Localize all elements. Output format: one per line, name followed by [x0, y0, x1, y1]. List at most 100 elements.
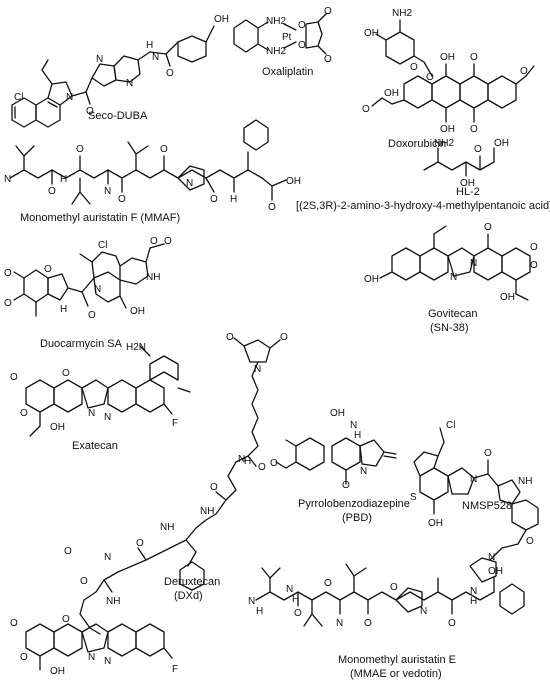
atom-o-label: O — [526, 536, 534, 547]
nmsp528-structure — [413, 427, 539, 583]
atom-h-label: H — [244, 456, 251, 467]
atom-o-label: O — [76, 144, 84, 155]
atom-nh-label: NH — [160, 522, 174, 533]
compound-label-nmsp528: NMSP528 — [462, 500, 513, 512]
atom-o-label: O — [390, 582, 398, 593]
atom-oh-label: OH — [130, 306, 145, 317]
atom-n-label: N — [470, 258, 477, 269]
atom-n-label: N — [350, 420, 357, 431]
atom-o-label: O — [10, 372, 18, 383]
atom-n-label: N — [152, 52, 159, 63]
oxaliplatin-structure — [233, 13, 327, 55]
atom-n-label: N — [104, 412, 111, 423]
atom-oh-label: OH — [50, 666, 65, 677]
compound-subtitle-hl2: [(2S,3R)-2-amino-3-hydroxy-4-methylpenta… — [296, 200, 550, 212]
atom-o-label: O — [298, 40, 306, 51]
atom-oh-label: OH — [50, 422, 65, 433]
deruxtecan-structure — [25, 337, 281, 671]
compound-subtitle-mmae: (MMAE or vedotin) — [350, 668, 442, 680]
atom-o-label: O — [118, 194, 126, 205]
atom-nh2-label: NH2 — [392, 8, 412, 19]
mmaf-structure — [9, 119, 287, 205]
atom-o-label: O — [4, 268, 12, 279]
atom-s-label: S — [410, 492, 417, 503]
compound-label-mmaf: Monomethyl auristatin F (MMAF) — [20, 212, 181, 224]
atom-oh-label: OH — [364, 28, 379, 39]
atom-n-label: N — [360, 466, 367, 477]
atom-o-label: O — [164, 236, 172, 247]
atom-n-label: N — [4, 174, 11, 185]
atom-oh-label: OH — [440, 52, 455, 63]
atom-pt-label: Pt — [282, 32, 292, 43]
atom-o-label: O — [448, 618, 456, 629]
seco-duba-structure — [11, 25, 215, 128]
atom-oh-label: OH — [500, 292, 515, 303]
atom-o-label: O — [484, 222, 492, 233]
atom-o-label: O — [20, 408, 28, 419]
atom-o-label: O — [342, 480, 350, 491]
atom-o-label: O — [4, 298, 12, 309]
atom-o-label: O — [520, 66, 528, 77]
compound-label-doxorubicin: Doxorubicin — [388, 138, 447, 150]
atom-o-label: O — [484, 448, 492, 459]
atom-o-label: O — [166, 68, 174, 79]
atom-n-label: N — [66, 92, 73, 103]
atom-o-label: O — [324, 54, 332, 65]
atom-n-label: N — [286, 584, 293, 595]
atom-oh-label: OH — [364, 274, 379, 285]
atom-f-label: F — [172, 664, 178, 675]
atom-o-label: O — [324, 578, 332, 589]
compound-subtitle-deruxtecan: (DXd) — [174, 590, 203, 602]
atom-n-label: N — [104, 656, 111, 667]
atom-o-label: O — [270, 458, 278, 469]
atom-o-label: O — [64, 546, 72, 557]
atom-oh-label: OH — [330, 408, 345, 419]
atom-n-label: N — [470, 474, 477, 485]
atom-cl-label: Cl — [446, 420, 455, 431]
doxorubicin-structure — [371, 19, 535, 123]
atom-nh-label: NH — [200, 506, 214, 517]
atom-o-label: O — [362, 104, 370, 115]
atom-o-label: O — [48, 186, 56, 197]
compound-subtitle-govitecan: (SN-38) — [430, 322, 469, 334]
atom-nh2-label: NH2 — [266, 16, 286, 27]
compound-label-deruxtecan: Deruxtecan — [164, 576, 221, 588]
atom-h-label: H — [146, 40, 153, 51]
atom-h-label: H — [256, 606, 263, 617]
atom-o-label: O — [474, 144, 482, 155]
atom-o-label: O — [298, 20, 306, 31]
atom-n-label: N — [420, 606, 427, 617]
atom-o-label: O — [62, 614, 70, 625]
compound-label-seco-duba: Seco-DUBA — [88, 110, 148, 122]
atom-n-label: N — [104, 552, 111, 563]
atom-o-label: O — [210, 194, 218, 205]
atom-o-label: O — [364, 618, 372, 629]
atom-o-label: O — [426, 72, 434, 83]
atom-h-label: H — [230, 194, 237, 205]
atom-n-label: N — [104, 186, 111, 197]
atom-o-label: O — [470, 124, 478, 135]
atom-h-label: H — [60, 174, 67, 185]
atom-o-label: O — [410, 62, 418, 73]
atom-o-label: O — [226, 332, 234, 343]
exatecan-structure — [25, 345, 191, 437]
atom-oh-label: OH — [384, 88, 399, 99]
atom-nh-label: NH — [146, 272, 160, 283]
atom-n-label: N — [88, 408, 95, 419]
atom-n-label: N — [248, 596, 255, 607]
atom-n-label: N — [488, 552, 495, 563]
hl2-structure — [423, 147, 495, 177]
atom-o-label: O — [88, 310, 96, 321]
atom-nh-label: NH — [518, 476, 532, 487]
atom-h-label: H — [470, 596, 477, 607]
atom-n-label: N — [126, 78, 133, 89]
atom-cl-label: Cl — [14, 92, 23, 103]
atom-o-label: O — [150, 236, 158, 247]
compound-label-oxaliplatin: Oxaliplatin — [262, 66, 314, 78]
compound-label-pbd: Pyrrolobenzodiazepine — [298, 498, 410, 510]
atom-f-label: F — [172, 418, 178, 429]
atom-o-label: O — [324, 6, 332, 17]
atom-n-label: N — [186, 178, 193, 189]
atom-oh-label: OH — [440, 124, 455, 135]
atom-o-label: O — [10, 618, 18, 629]
